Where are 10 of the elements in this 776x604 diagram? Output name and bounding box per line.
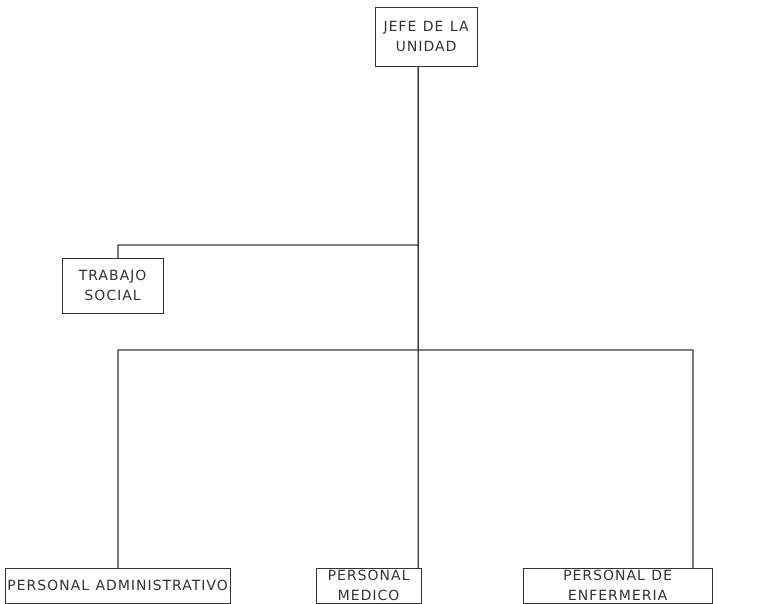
box-label: PERSONAL DE ENFERMERIA — [562, 566, 674, 604]
box-label: TRABAJO SOCIAL — [78, 266, 148, 306]
org-box — [316, 568, 422, 604]
box-label: PERSONAL MEDICO — [326, 566, 412, 604]
org-box — [523, 568, 713, 604]
box-label: PERSONAL ADMINISTRATIVO — [7, 576, 229, 596]
org-box — [5, 568, 231, 604]
org-box — [62, 258, 164, 314]
box-label: JEFE DE LA UNIDAD — [382, 18, 471, 57]
org-box — [375, 7, 478, 67]
